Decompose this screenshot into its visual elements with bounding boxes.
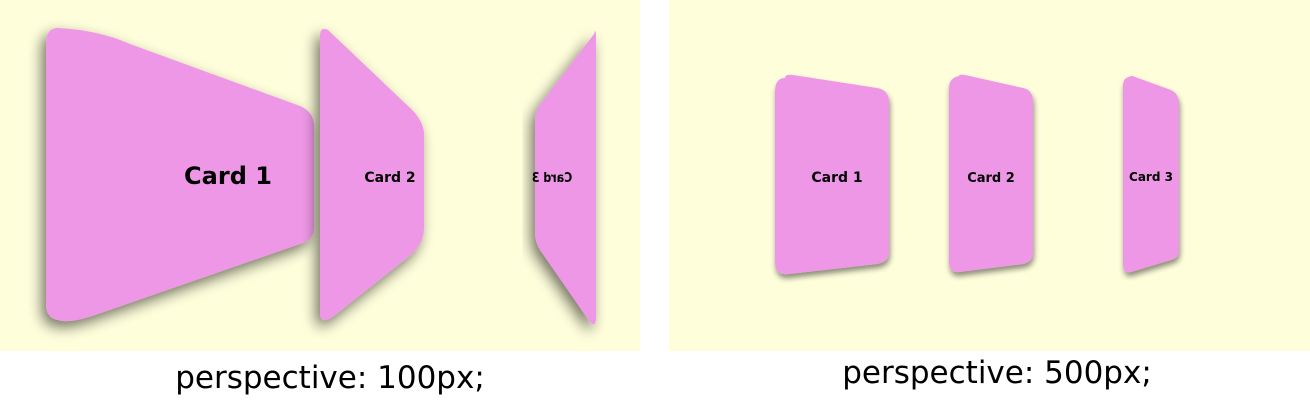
caption-perspective-500: perspective: 500px; bbox=[842, 355, 1152, 391]
left-card-3-label: Card 3 bbox=[532, 170, 572, 185]
right-card-1-label: Card 1 bbox=[811, 170, 862, 186]
caption-perspective-100: perspective: 100px; bbox=[175, 360, 485, 396]
left-card-2-label: Card 2 bbox=[364, 170, 415, 186]
right-card-1: Card 1 bbox=[775, 74, 889, 275]
perspective-500-scene: Card 1 Card 2 Card 3 bbox=[775, 74, 1179, 275]
left-card-2: Card 2 bbox=[320, 28, 424, 321]
right-card-3-label: Card 3 bbox=[1129, 170, 1173, 184]
perspective-500-panel: Card 1 Card 2 Card 3 bbox=[669, 0, 1310, 351]
right-card-2-label: Card 2 bbox=[967, 171, 1015, 186]
right-card-3: Card 3 bbox=[1123, 76, 1179, 273]
perspective-100-panel: Card 1 Card 2 Card 3 bbox=[0, 0, 640, 351]
left-card-3: Card 3 bbox=[532, 31, 596, 325]
left-card-1-label: Card 1 bbox=[184, 162, 272, 190]
perspective-100-scene: Card 1 Card 2 Card 3 bbox=[46, 28, 596, 325]
right-card-2: Card 2 bbox=[949, 74, 1033, 273]
left-card-1: Card 1 bbox=[46, 28, 314, 322]
